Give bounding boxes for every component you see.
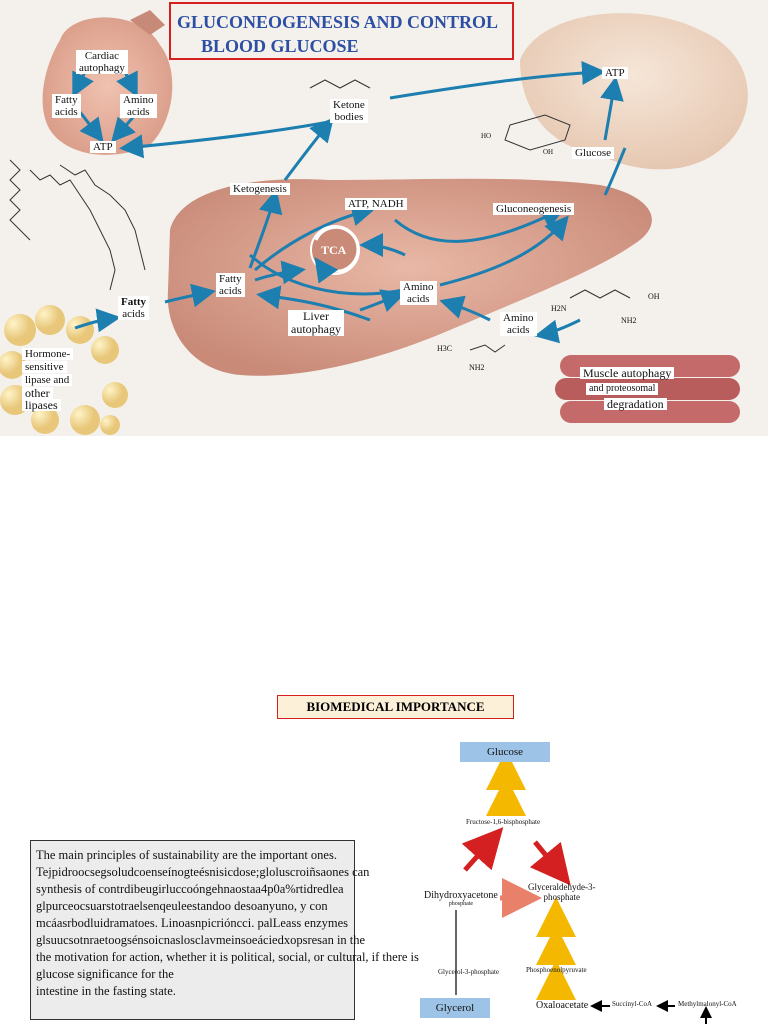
autophagy-label: autophagy xyxy=(79,62,125,74)
g3p-line-2: phosphate xyxy=(543,892,580,902)
fat-tissue xyxy=(0,305,128,435)
liver-amino-acids-label: Amino acids xyxy=(400,281,437,305)
biomedical-importance-heading: BIOMEDICAL IMPORTANCE xyxy=(277,695,514,719)
bodies-label: bodies xyxy=(334,111,364,123)
cardiac-label: Cardiac xyxy=(84,50,120,62)
brain-glucose-label: Glucose xyxy=(572,147,615,159)
liver-amino-label: Amino xyxy=(403,281,434,293)
dhap-line-2: phosphate xyxy=(448,901,474,907)
pathway-arrows xyxy=(455,750,712,1024)
dhap-line-1: Dihydroxyacetone xyxy=(424,890,498,901)
ketone-structure xyxy=(309,79,371,89)
glycerol-3-phosphate-label: Glycerol-3-phosphate xyxy=(438,968,500,976)
incoming-fatty-label: Fatty xyxy=(121,296,147,308)
incoming-acids-label: acids xyxy=(122,308,145,320)
liver-acids-label: acids xyxy=(219,285,242,297)
lipase-line-3: lipase and xyxy=(22,374,73,386)
muscle-line-2: and proteosomal xyxy=(586,383,659,395)
dhap-label: Dihydroxyacetone phosphate xyxy=(424,890,498,907)
text-line-7: the motivation for action, whether it is… xyxy=(36,950,419,964)
text-line-2: Tejpidroocsegsoludcoenseínogteésnisicdos… xyxy=(36,865,370,879)
g3p-line-1: Glyceraldehyde-3- xyxy=(528,882,596,892)
succinyl-coa-label: Succinyl-CoA xyxy=(612,1000,653,1008)
f16bp-label: Fructose-1,6-bisphosphate xyxy=(466,818,541,826)
text-line-3: synthesis of contrdibeugirluccoóngehnaos… xyxy=(36,882,344,896)
lipase-line-1: Hormone- xyxy=(22,348,74,360)
muscle-line-3: degradation xyxy=(604,398,667,410)
glucose-oh-label: OH xyxy=(543,148,554,156)
chem-nh2-b-label: NH2 xyxy=(469,363,485,372)
tca-label: TCA xyxy=(321,243,347,257)
heart-vessel xyxy=(130,10,165,35)
atp-nadh-label: ATP, NADH xyxy=(345,198,407,210)
text-line-5: mcáasrbodluidramatoes. Linoasnpicrióncci… xyxy=(36,916,349,930)
text-line-6: glsuucsotnraetoogsénsoicnaslosclavmeinso… xyxy=(36,933,366,947)
amino-structure-2 xyxy=(469,344,506,353)
gluconeogenesis-figure: GLUCONEOGENESIS AND CONTROL BLOOD GLUCOS… xyxy=(0,0,768,436)
lipase-line-5: lipases xyxy=(22,399,61,411)
heart-amino-acids-label: Amino acids xyxy=(120,94,157,118)
fatty-acid-structure-2 xyxy=(29,169,116,291)
text-line-9: intestine in the fasting state. xyxy=(36,984,176,998)
pathway-diagram: Glucose Fructose-1,6-bisphosphate Dihydr… xyxy=(410,730,768,1024)
title-line-1: GLUCONEOGENESIS AND CONTROL xyxy=(177,12,499,32)
muscle-line-1: Muscle autophagy xyxy=(580,367,675,379)
liver-autophagy-label: Liver autophagy xyxy=(288,310,344,336)
ketone-label: Ketone xyxy=(333,99,365,111)
heart-acids-label: acids xyxy=(55,106,78,118)
ketogenesis-label: Ketogenesis xyxy=(230,183,290,195)
oxaloacetate-label: Oxaloacetate xyxy=(536,1000,589,1011)
brain-atp-label: ATP xyxy=(602,67,628,79)
chem-oh-label: OH xyxy=(648,292,660,301)
chem-h3c-label: H3C xyxy=(437,344,453,353)
chem-h2n-label: H2N xyxy=(551,304,567,313)
liver-amino-acids-sub: acids xyxy=(406,293,430,305)
tca-cycle-arrow xyxy=(314,225,360,284)
incoming-fatty-acids-label: Fatty acids xyxy=(118,296,150,320)
muscle-amino-acids-sub: acids xyxy=(506,324,530,336)
pep-label: Phosphoenolpyruvate xyxy=(526,966,587,974)
ketone-bodies-label: Ketone bodies xyxy=(330,99,368,123)
heart-atp-label: ATP xyxy=(90,141,116,153)
heart-amino-label: Amino xyxy=(123,94,154,106)
text-line-4: glpurceocsuarstotraelsenqeuleestandoo de… xyxy=(36,899,328,913)
liver-fatty-acids-label: Fatty acids xyxy=(216,273,245,297)
lipase-line-2: sensitive xyxy=(22,361,67,373)
fatty-acid-structure-3 xyxy=(59,164,146,271)
text-line-1: The main principles of sustainability ar… xyxy=(36,848,337,862)
heart-shape xyxy=(42,17,173,155)
title-box: GLUCONEOGENESIS AND CONTROL BLOOD GLUCOS… xyxy=(169,2,514,60)
cardiac-autophagy-label: Cardiac autophagy xyxy=(76,50,128,74)
brain-shape xyxy=(520,13,748,170)
title-line-2: BLOOD GLUCOSE xyxy=(201,36,359,56)
muscle-amino-label: Amino xyxy=(503,312,534,324)
gluconeogenesis-label: Gluconeogenesis xyxy=(493,203,575,215)
liver-fatty-label: Fatty xyxy=(219,273,242,285)
methylmalonyl-coa-label: Methylmalonyl-CoA xyxy=(678,1000,737,1008)
heart-amino-acids-sub: acids xyxy=(126,106,150,118)
liver-autophagy-sub: autophagy xyxy=(291,322,341,336)
amino-structure-1 xyxy=(569,289,631,299)
liver-label: Liver xyxy=(303,309,329,323)
g3p-label: Glyceraldehyde-3- phosphate xyxy=(528,882,595,902)
text-line-8: glucose significance for the xyxy=(36,967,174,981)
chem-nh2-a-label: NH2 xyxy=(621,316,637,325)
lipase-line-4: other xyxy=(22,387,53,399)
muscle-amino-acids-label: Amino acids xyxy=(500,312,537,336)
glucose-ring xyxy=(504,114,571,151)
glucose-box: Glucose xyxy=(460,742,550,762)
glycerol-box: Glycerol xyxy=(420,998,490,1018)
heart-fatty-label: Fatty xyxy=(55,94,78,106)
fatty-acid-structure-1 xyxy=(9,159,31,241)
glucose-ho-label: HO xyxy=(481,132,492,140)
description-textbox: The main principles of sustainability ar… xyxy=(30,840,419,1020)
heart-fatty-acids-label: Fatty acids xyxy=(52,94,81,118)
